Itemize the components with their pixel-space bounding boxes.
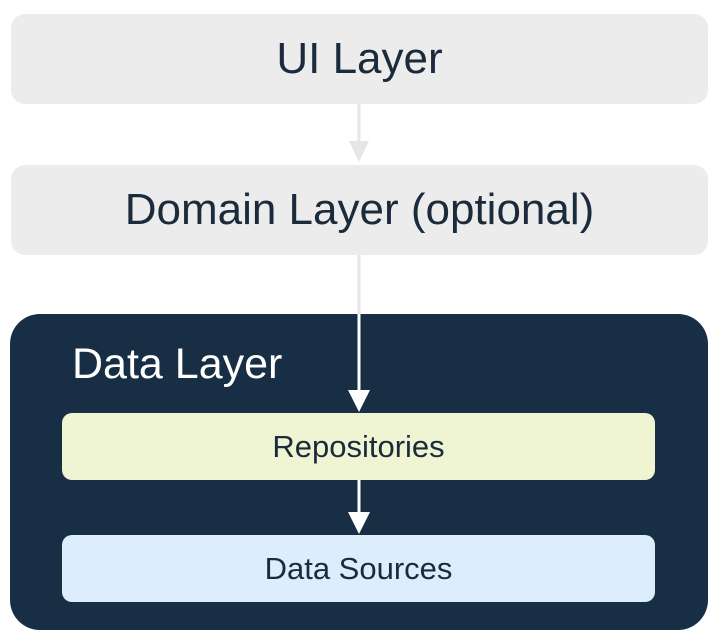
data-sources-box: Data Sources <box>62 535 655 602</box>
ui-layer-box: UI Layer <box>11 14 708 104</box>
data-layer-container: Data Layer Repositories Data Sources <box>10 314 708 630</box>
data-layer-title: Data Layer <box>72 340 283 388</box>
arrow-ui-to-domain <box>349 104 369 162</box>
domain-layer-box: Domain Layer (optional) <box>11 165 708 255</box>
repositories-box: Repositories <box>62 413 655 480</box>
